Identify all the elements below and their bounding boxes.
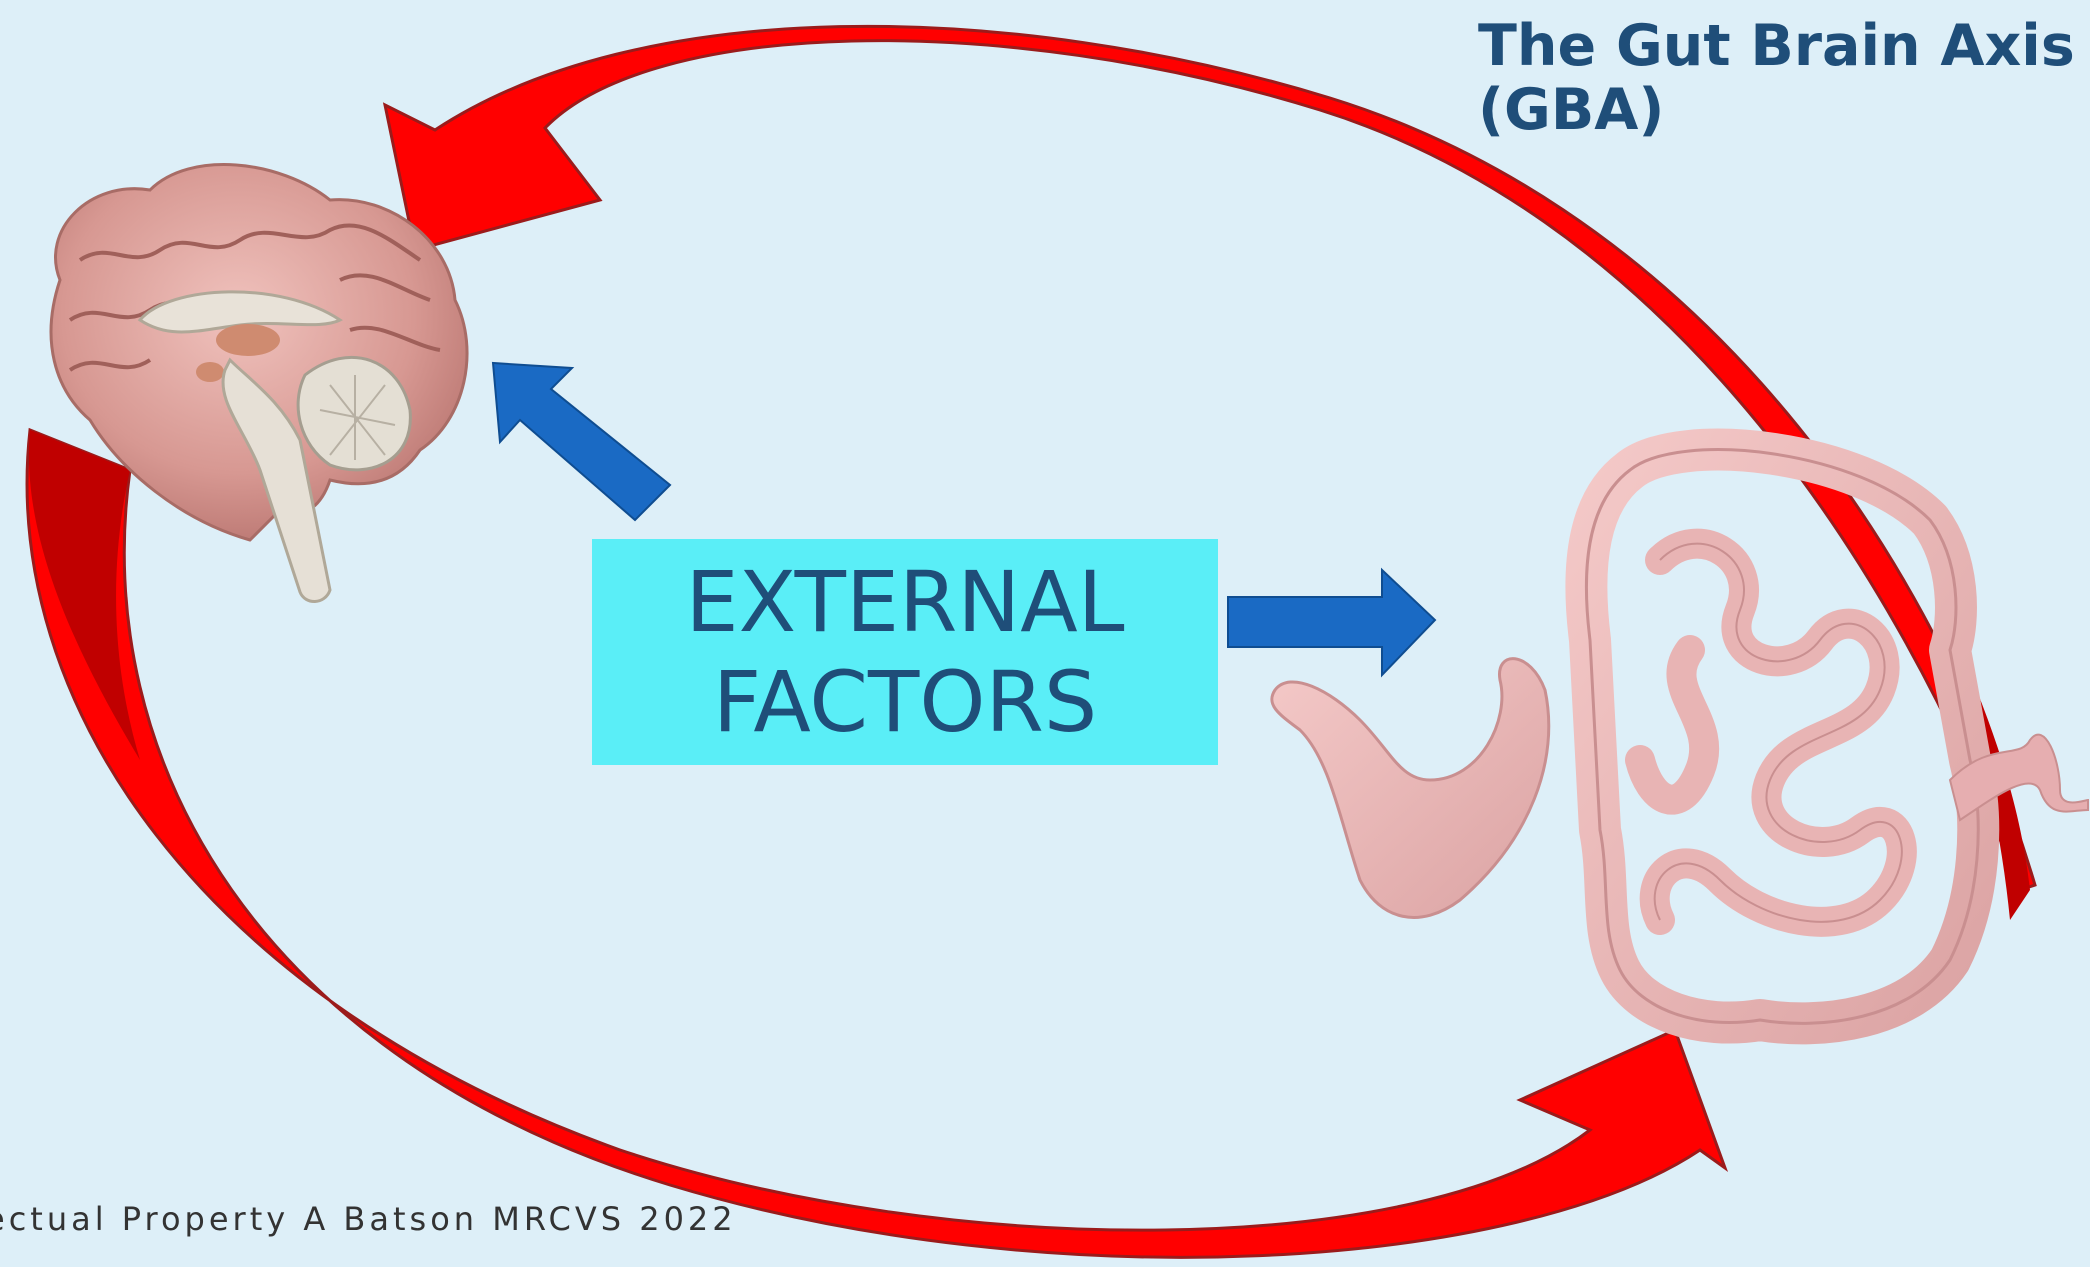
copyright-footer: ectual Property A Batson MRCVS 2022 bbox=[0, 1200, 737, 1238]
factors-to-gut-arrow bbox=[1228, 570, 1435, 675]
external-factors-line-1: EXTERNAL bbox=[686, 552, 1125, 652]
external-factors-line-2: FACTORS bbox=[713, 652, 1097, 752]
external-factors-box: EXTERNAL FACTORS bbox=[592, 539, 1218, 765]
page-title: The Gut Brain Axis (GBA) bbox=[1478, 14, 2075, 142]
title-line-2: (GBA) bbox=[1478, 78, 2075, 142]
intestines-illustration bbox=[1272, 450, 2088, 1024]
factors-to-brain-arrow bbox=[493, 363, 670, 520]
title-line-1: The Gut Brain Axis bbox=[1478, 14, 2075, 78]
